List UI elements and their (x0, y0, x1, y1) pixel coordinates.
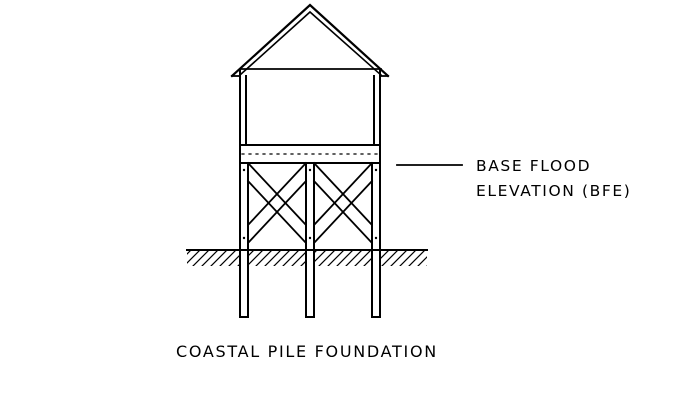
piles (239, 162, 381, 318)
bfe-label-line2: ELEVATION (BFE) (476, 182, 631, 200)
pile-right (371, 162, 381, 318)
floor-beam (239, 144, 381, 164)
roof (230, 3, 390, 78)
pile-left (239, 162, 249, 318)
ground-line (186, 249, 428, 266)
cross-bracing-right (312, 161, 374, 246)
diagram-caption: COASTAL PILE FOUNDATION (176, 342, 438, 361)
cross-bracing-left (246, 161, 308, 246)
house (230, 3, 390, 164)
bfe-label-line1: BASE FLOOD (476, 157, 591, 175)
house-walls (239, 68, 381, 146)
bolt-marks (242, 168, 378, 240)
bfe-callout: BASE FLOOD ELEVATION (BFE) (396, 157, 631, 200)
pile-center (305, 162, 315, 318)
